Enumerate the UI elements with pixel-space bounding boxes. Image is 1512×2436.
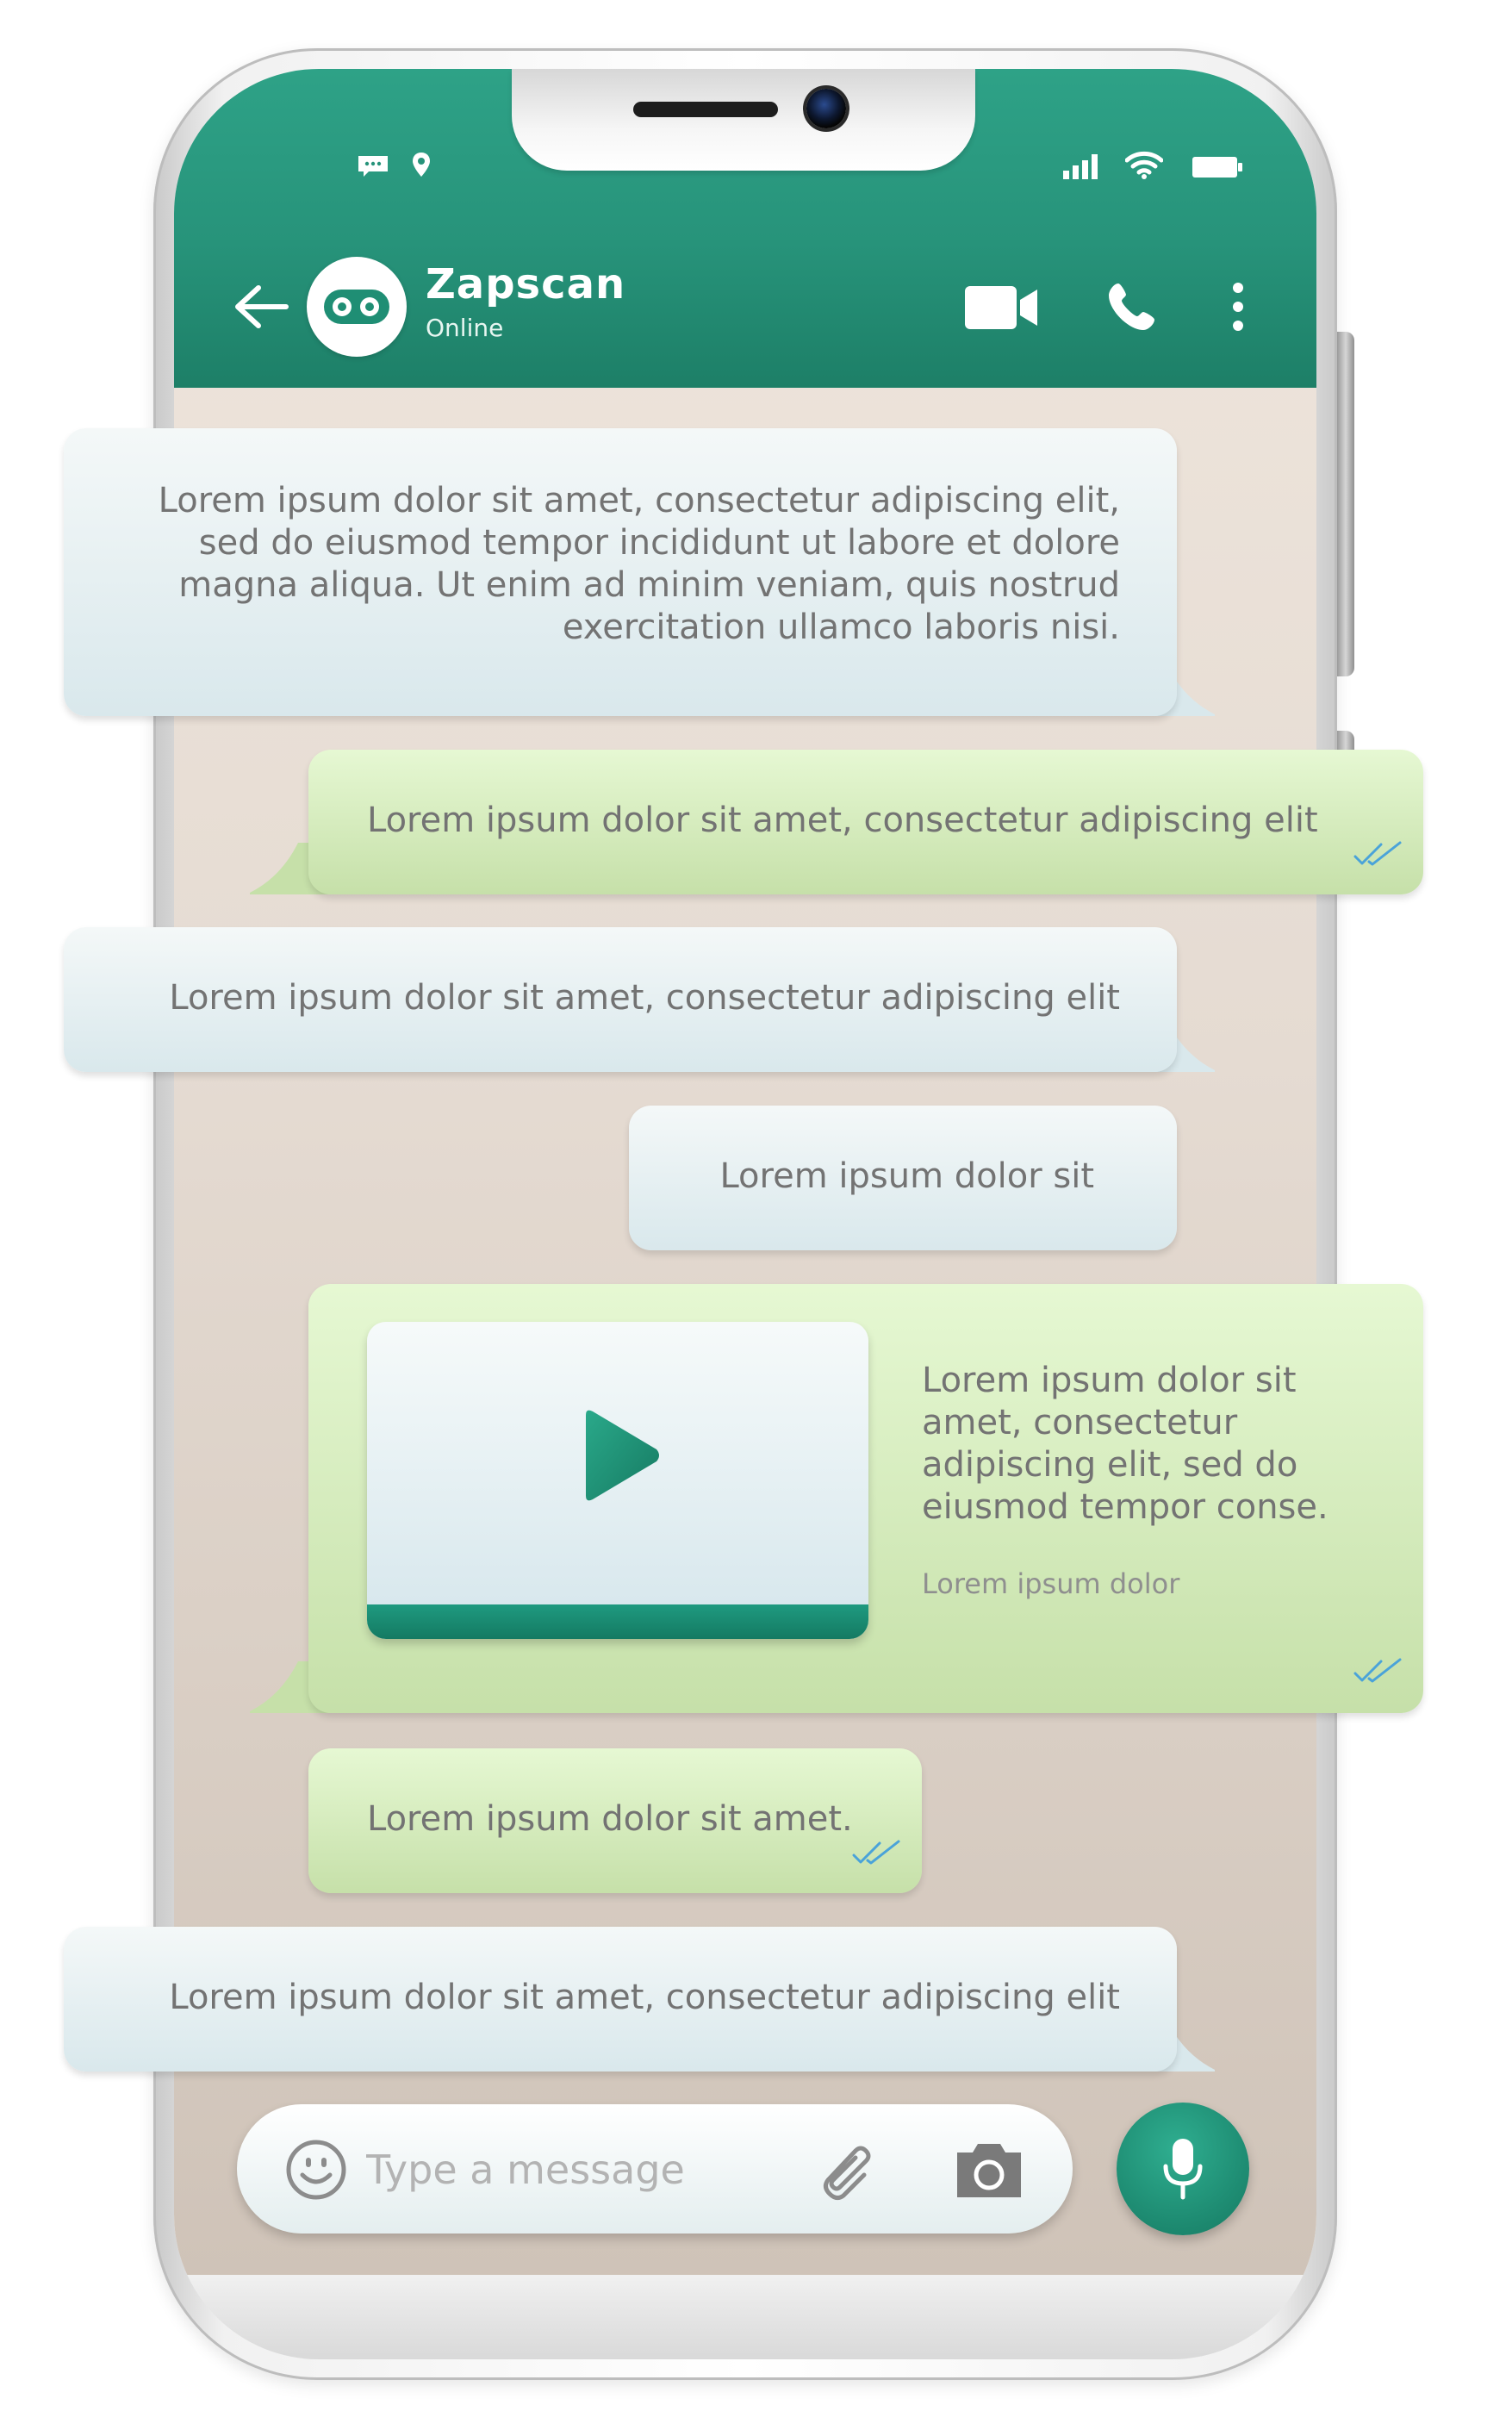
message-text: Lorem ipsum dolor sit amet, consectetur … [158,481,1120,647]
message-bubble-incoming[interactable]: Lorem ipsum dolor sit [629,1106,1177,1250]
bubble-background [64,1927,1177,2072]
double-check-icon [852,1840,900,1865]
wifi-icon [1125,151,1163,179]
message-text: Lorem ipsum dolor sit [719,1156,1094,1196]
double-check-icon [1353,1658,1402,1683]
zapscan-logo-icon [324,290,389,324]
video-call-icon[interactable] [965,284,1039,331]
bubble-background [64,428,1177,716]
message-composer [237,2104,1073,2234]
emoji-icon[interactable] [285,2139,347,2201]
video-progress-bar [367,1604,868,1639]
play-icon[interactable] [577,1408,662,1503]
signal-icon [1063,154,1098,179]
bubble-background [308,750,1423,894]
back-arrow-icon[interactable] [233,284,289,329]
message-icon [358,156,388,177]
video-caption: Lorem ipsum dolor sit amet, consectetur … [922,1361,1328,1527]
message-bubble-video[interactable]: Lorem ipsum dolor sit amet, consectetur … [250,1284,1423,1713]
double-check-icon [1353,841,1402,866]
phone-side-button [1337,332,1354,676]
bubble-background [308,1748,922,1893]
camera-icon[interactable] [952,2139,1026,2201]
video-meta: Lorem ipsum dolor [922,1567,1180,1600]
front-camera [806,89,846,128]
message-text: Lorem ipsum dolor sit amet, consectetur … [169,1978,1120,2017]
contact-status: Online [426,314,504,342]
video-thumbnail[interactable] [367,1322,868,1639]
microphone-button[interactable] [1117,2103,1249,2235]
message-bubble-outgoing[interactable]: Lorem ipsum dolor sit amet, consectetur … [250,750,1423,894]
contact-name[interactable]: Zapscan [426,260,626,308]
message-bubble-outgoing[interactable]: Lorem ipsum dolor sit amet. [308,1748,922,1893]
bubble-background [64,927,1177,1072]
message-bubble-incoming[interactable]: Lorem ipsum dolor sit amet, consectetur … [64,1927,1215,2072]
contact-avatar[interactable] [307,257,407,357]
phone-call-icon[interactable] [1106,281,1158,333]
bubble-background [629,1106,1177,1250]
battery-icon [1192,157,1242,178]
message-text: Lorem ipsum dolor sit amet. [367,1799,853,1839]
microphone-icon [1163,2139,1203,2200]
phone-notch [512,69,975,171]
earpiece-speaker [633,102,778,117]
location-icon [413,153,430,177]
attachment-icon[interactable] [814,2137,880,2202]
message-text: Lorem ipsum dolor sit amet, consectetur … [367,801,1318,840]
message-input[interactable] [364,2140,764,2199]
message-bubble-incoming[interactable]: Lorem ipsum dolor sit amet, consectetur … [64,927,1215,1072]
message-bubble-incoming[interactable]: Lorem ipsum dolor sit amet, consectetur … [64,428,1215,716]
message-text: Lorem ipsum dolor sit amet, consectetur … [169,978,1120,1018]
more-options-icon[interactable] [1229,281,1248,333]
